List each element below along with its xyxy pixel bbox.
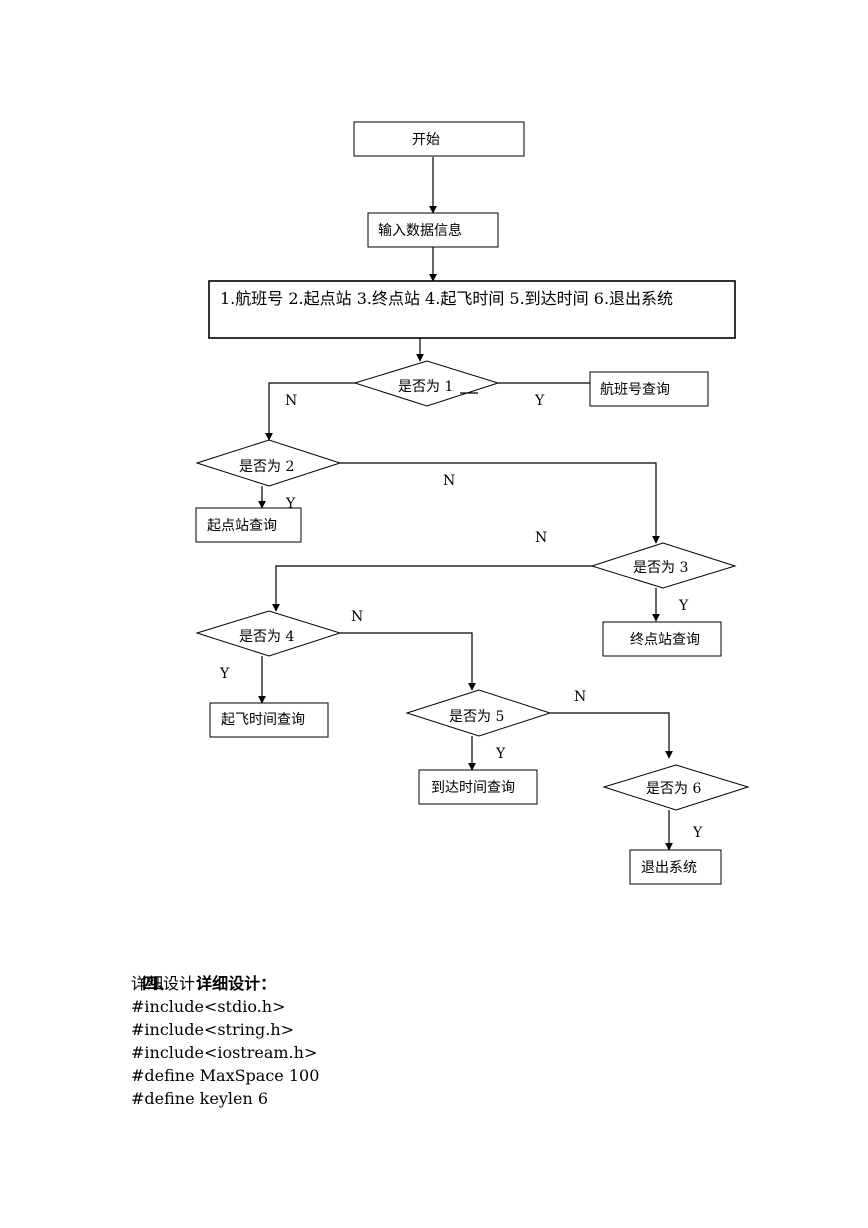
action-5-box <box>418 769 538 805</box>
code-line: #define MaxSpace 100 <box>131 1066 320 1085</box>
input-box <box>367 212 499 248</box>
decision-6-label: 是否为 6 <box>646 781 701 797</box>
code-line: #include<stdio.h> <box>131 997 286 1016</box>
connector-d3-no <box>272 565 592 612</box>
action-3-label: 终点站查询 <box>630 632 700 648</box>
action-6-label: 退出系统 <box>641 860 697 876</box>
decision-4 <box>195 610 342 657</box>
decision-1-label: 是否为 1 <box>398 379 453 395</box>
action-5-label: 到达时间查询 <box>431 780 515 796</box>
section-heading: 四、详细设计： <box>131 949 276 995</box>
d3-yes-label: Y <box>678 598 689 614</box>
d2-no-label: N <box>443 473 455 489</box>
start-label: 开始 <box>412 132 440 148</box>
action-1-label: 航班号查询 <box>600 382 670 398</box>
decision-5-label: 是否为 5 <box>449 709 504 725</box>
decision-5 <box>405 689 552 737</box>
start-box <box>353 121 525 157</box>
action-4-label: 起飞时间查询 <box>221 712 305 728</box>
d4-no-label: N <box>351 609 363 625</box>
code-line: #define keylen 6 <box>131 1089 269 1108</box>
decision-6 <box>602 764 750 811</box>
d1-yes-label: Y <box>534 393 545 409</box>
section-heading-title: 详细设计： <box>196 974 277 993</box>
input-label: 输入数据信息 <box>378 222 462 239</box>
d5-yes-label: Y <box>495 746 506 762</box>
action-2-label: 起点站查询 <box>207 518 277 534</box>
decision-4-label: 是否为 4 <box>239 629 294 645</box>
action-3-box <box>602 621 722 657</box>
d3-no-label: N <box>535 530 547 546</box>
connector-d4-no <box>340 632 476 691</box>
connector-d2-no <box>340 462 660 544</box>
action-4-box <box>209 702 329 738</box>
menu-label: 1.航班号 2.起点站 3.终点站 4.起飞时间 5.到达时间 6.退出系统 <box>220 289 673 308</box>
connector-d5-no <box>550 712 673 759</box>
d2-yes-label: Y <box>285 496 296 512</box>
d1-no-label: N <box>285 393 297 409</box>
connector-d1-no <box>265 382 355 441</box>
d4-yes-label: Y <box>219 666 230 682</box>
flowchart: 开始 输入数据信息 1.航班号 2.起点站 3.终点站 4.起飞时间 5.到达时… <box>195 121 750 885</box>
decision-2-label: 是否为 2 <box>239 459 294 475</box>
action-6-box <box>629 849 722 885</box>
decision-2 <box>195 439 342 487</box>
d5-no-label: N <box>574 689 586 705</box>
code-line: #include<iostream.h> <box>131 1043 318 1062</box>
action-1-box <box>589 371 709 407</box>
menu-box <box>208 280 736 339</box>
d6-yes-label: Y <box>692 825 703 841</box>
section-heading-number: 四、 <box>142 974 175 993</box>
section-subtitle: 详细设计： <box>131 974 212 993</box>
decision-1 <box>353 360 500 407</box>
decision-3-label: 是否为 3 <box>633 560 688 576</box>
decision-3 <box>590 542 737 589</box>
action-2-box <box>195 507 302 543</box>
code-line: #include<string.h> <box>131 1020 295 1039</box>
